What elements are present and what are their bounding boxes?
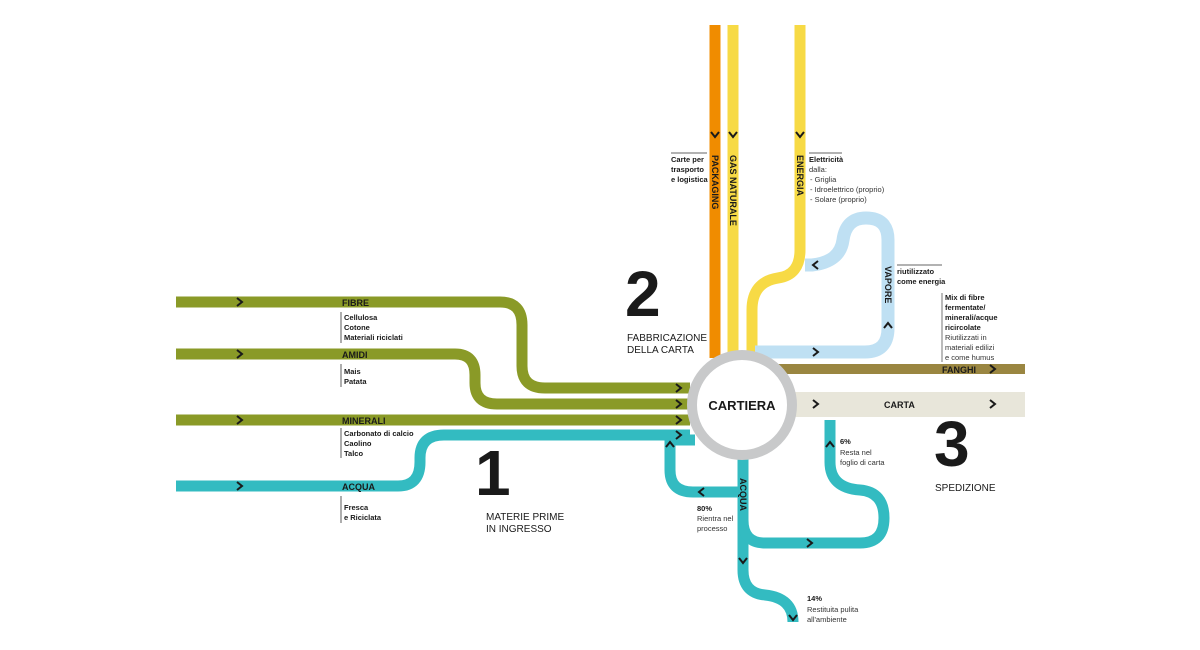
vapore-line (755, 211, 895, 359)
chevron-right-icon (806, 538, 814, 548)
fibre-label: FIBRE (342, 298, 369, 308)
chevron-right-icon (675, 415, 683, 425)
stage-2-label: FABBRICAZIONE (627, 333, 707, 344)
fanghi-note: minerali/acque (945, 313, 998, 322)
fanghi-note: Mix di fibre (945, 293, 985, 302)
paper-note: foglio di carta (840, 458, 885, 467)
chevron-up-icon (825, 440, 835, 448)
chevron-down-icon (795, 131, 805, 139)
chevron-right-icon (675, 399, 683, 409)
stage-2-number: 2 (625, 258, 661, 330)
reuse-note: processo (697, 524, 727, 533)
flow-arrows (236, 131, 997, 622)
acqua-in-line (176, 429, 690, 492)
chevron-right-icon (675, 430, 683, 440)
stage-1-number: 1 (475, 437, 511, 509)
stage-1-label: MATERIE PRIME (486, 512, 564, 523)
acqua-in-label: ACQUA (342, 482, 375, 492)
chevron-down-icon (710, 131, 720, 139)
minerali-note: Carbonato di calcio (344, 429, 414, 438)
energia-note: - Solare (proprio) (810, 195, 867, 204)
fanghi-note: fermentate/ (945, 303, 986, 312)
chevron-left-icon (811, 260, 819, 270)
acqua-paper-line (737, 420, 890, 549)
packaging-note: trasporto (671, 165, 704, 174)
minerali-label: MINERALI (342, 416, 386, 426)
chevron-right-icon (812, 399, 820, 409)
paper-note: Resta nel (840, 448, 872, 457)
fanghi-note: materiali edilizi (945, 343, 995, 352)
chevron-right-icon (236, 481, 244, 491)
acqua-note: e Riciclata (344, 513, 382, 522)
chevron-right-icon (989, 399, 997, 409)
chevron-down-icon (728, 131, 738, 139)
vapore-note: come energia (897, 277, 946, 286)
fanghi-band (760, 364, 1025, 374)
reuse-pct: 80% (697, 504, 712, 513)
chevron-right-icon (236, 297, 244, 307)
acqua-reuse-line (664, 434, 743, 498)
stage-1-label: IN INGRESSO (486, 524, 552, 535)
packaging-note: e logistica (671, 175, 709, 184)
fibre-note: Cellulosa (344, 313, 378, 322)
fanghi-label: FANGHI (942, 365, 976, 375)
env-note: Restituita pulita (807, 605, 859, 614)
env-note: all'ambiente (807, 615, 847, 624)
chevron-up-icon (883, 321, 893, 329)
energia-note: - Idroelettrico (proprio) (810, 185, 885, 194)
chevron-right-icon (675, 383, 683, 393)
cartiera-hub (687, 350, 797, 460)
fibre-line (176, 296, 690, 394)
fanghi-note: ricircolate (945, 323, 981, 332)
chevron-right-icon (989, 364, 997, 374)
stage-2-label: DELLA CARTA (627, 345, 694, 356)
energia-line (746, 25, 806, 358)
amidi-note: Mais (344, 367, 361, 376)
energia-label: ENERGIA (795, 155, 805, 197)
reuse-note: Rientra nel (697, 514, 734, 523)
vapore-label: VAPORE (883, 266, 893, 303)
minerali-note: Talco (344, 449, 363, 458)
amidi-note: Patata (344, 377, 367, 386)
minerali-note: Caolino (344, 439, 372, 448)
fanghi-note: Riutilizzati in (945, 333, 987, 342)
acqua-note: Fresca (344, 503, 369, 512)
energia-note: - Griglia (810, 175, 837, 184)
fibre-note: Cotone (344, 323, 370, 332)
env-pct: 14% (807, 594, 822, 603)
chevron-right-icon (236, 415, 244, 425)
chevron-right-icon (812, 347, 820, 357)
fibre-note: Materiali riciclati (344, 333, 403, 342)
amidi-line (176, 348, 690, 410)
chevron-down-icon (788, 614, 798, 622)
packaging-label: PACKAGING (710, 155, 720, 209)
chevron-up-icon (665, 440, 675, 448)
acqua-out-line (737, 455, 799, 623)
hub-label: CARTIERA (708, 398, 776, 413)
carta-band (795, 392, 1025, 417)
stage-3-label: SPEDIZIONE (935, 483, 996, 494)
gas-label: GAS NATURALE (728, 155, 738, 226)
acqua-out-label: ACQUA (738, 478, 748, 511)
amidi-label: AMIDI (342, 350, 368, 360)
stage-3-number: 3 (934, 408, 970, 480)
chevron-left-icon (697, 487, 705, 497)
fanghi-note: e come humus (945, 353, 994, 362)
carta-label: CARTA (884, 400, 915, 410)
chevron-right-icon (236, 349, 244, 359)
vapore-note: riutilizzato (897, 267, 935, 276)
paper-pct: 6% (840, 437, 851, 446)
energia-title: Elettricità (809, 155, 844, 164)
energia-note: dalla: (809, 165, 827, 174)
chevron-down-icon (738, 557, 748, 565)
packaging-note: Carte per (671, 155, 704, 164)
